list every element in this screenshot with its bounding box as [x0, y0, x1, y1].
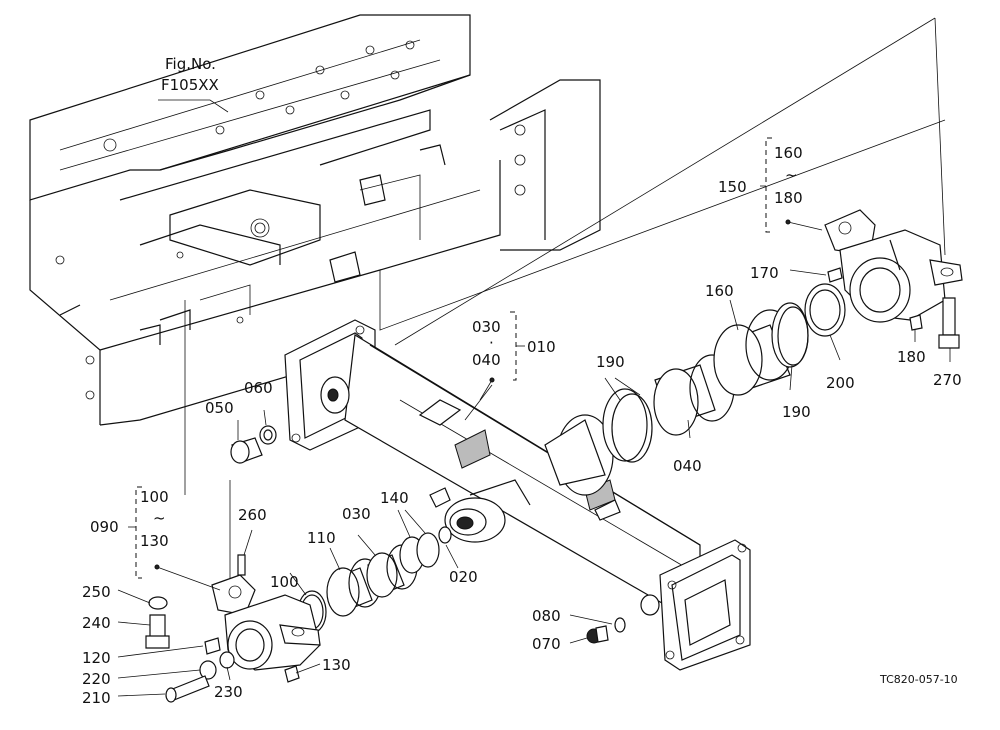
fig-ref-line1: Fig.No.: [165, 55, 216, 73]
label-230: 230: [214, 683, 243, 701]
label-210: 210: [82, 689, 111, 707]
left-seal-set: [297, 526, 452, 634]
washer-230: [219, 651, 235, 669]
axle-housing: [284, 319, 751, 671]
leader-housing-to-right-bracket: [379, 119, 946, 331]
label-030-upper: 030: [472, 318, 501, 336]
label-160-lower: 160: [705, 282, 734, 300]
label-160-upper: 160: [774, 144, 803, 162]
label-070: 070: [532, 635, 561, 653]
label-tilde-left: ~: [153, 509, 166, 527]
label-130-lower: 130: [322, 656, 351, 674]
label-260: 260: [238, 506, 267, 524]
drawing-code: TC820-057-10: [879, 673, 958, 686]
part-labels: Fig.No. F105XX 030 · 040 010 160 ~ 180 1…: [82, 55, 962, 707]
nipple-120: [204, 637, 221, 655]
washer-080: [614, 617, 626, 633]
label-dot-separator: ·: [489, 334, 494, 352]
label-150: 150: [718, 178, 747, 196]
washer-250: [148, 596, 168, 610]
left-small-parts: [230, 425, 277, 464]
right-seal-set: [602, 283, 846, 463]
label-180-upper: 180: [774, 189, 803, 207]
label-190-lower: 190: [782, 403, 811, 421]
label-240: 240: [82, 614, 111, 632]
label-030-lower: 030: [342, 505, 371, 523]
label-020: 020: [449, 568, 478, 586]
seal-020: [438, 526, 452, 544]
label-200: 200: [826, 374, 855, 392]
label-130-upper: 130: [140, 532, 169, 550]
right-small-parts: [586, 267, 960, 644]
nipple-130: [284, 665, 300, 683]
label-250: 250: [82, 583, 111, 601]
label-140: 140: [380, 489, 409, 507]
label-060: 060: [244, 379, 273, 397]
label-100-upper: 100: [140, 488, 169, 506]
label-080: 080: [532, 607, 561, 625]
label-010: 010: [527, 338, 556, 356]
leader-right-vertical: [934, 17, 946, 256]
washer-060: [259, 425, 277, 445]
label-050: 050: [205, 399, 234, 417]
o-ring-190-outer: [602, 388, 648, 462]
label-190-upper: 190: [596, 353, 625, 371]
right-steering-bracket: [824, 209, 963, 323]
label-040-lower: 040: [673, 457, 702, 475]
seal-200: [804, 283, 846, 337]
bolt-270: [942, 297, 956, 336]
group-bracket-090: [135, 486, 142, 579]
label-110: 110: [307, 529, 336, 547]
group-bracket-150: [765, 137, 772, 233]
bushing-040: [653, 368, 699, 436]
label-100-lower: 100: [270, 573, 299, 591]
bushing-030: [366, 552, 398, 598]
leader-right-upper: [394, 17, 936, 346]
fig-ref-line2: F105XX: [161, 76, 219, 94]
bushing-110: [326, 567, 360, 617]
label-090: 090: [90, 518, 119, 536]
nut-220: [199, 660, 217, 680]
label-270: 270: [933, 371, 962, 389]
nipple-180: [909, 314, 923, 331]
label-120: 120: [82, 649, 111, 667]
label-tilde-right: ~: [785, 166, 798, 184]
label-040-upper: 040: [472, 351, 501, 369]
label-180-lower: 180: [897, 348, 926, 366]
label-170: 170: [750, 264, 779, 282]
bushing-160: [713, 324, 763, 396]
o-ring-140-b: [416, 532, 440, 568]
pin-260: [237, 554, 246, 576]
left-steering-bracket: [211, 554, 321, 671]
group-bracket-010: [510, 311, 517, 381]
tractor-frame: [29, 14, 601, 426]
leader-lines: [117, 269, 951, 697]
label-220: 220: [82, 670, 111, 688]
grease-nipple-170: [827, 267, 843, 283]
